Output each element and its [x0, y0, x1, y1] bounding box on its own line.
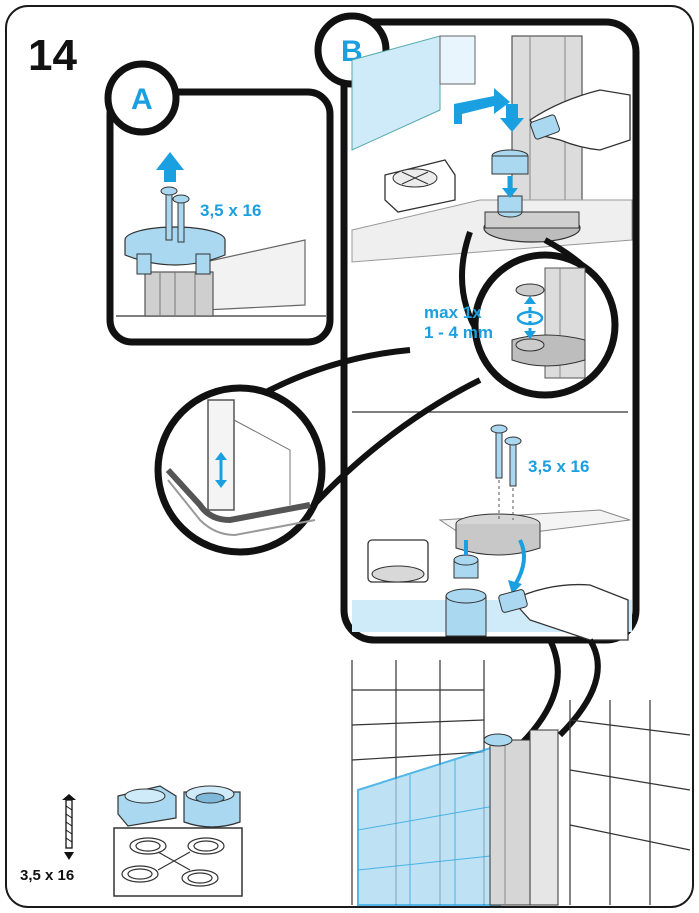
- adjust-label-line2: 1 - 4 mm: [424, 323, 493, 342]
- parts-screw-label: 3,5 x 16: [20, 867, 74, 884]
- part-ring: [184, 786, 240, 827]
- panel-a-screw-label: 3,5 x 16: [200, 201, 261, 220]
- zoom-glass-circle: [158, 388, 322, 552]
- profile-rail: [145, 272, 213, 316]
- step-number: 14: [28, 31, 77, 80]
- adjust-label-line1: max 1x: [424, 303, 482, 322]
- panel-a: A 3,5 x 16: [108, 64, 330, 342]
- panel-a-badge: A: [131, 83, 153, 116]
- parts-inner-box: [114, 828, 242, 896]
- cap-piece-white: [368, 540, 428, 582]
- profile-post: [490, 740, 530, 905]
- panel-b-screw-label: 3,5 x 16: [528, 457, 589, 476]
